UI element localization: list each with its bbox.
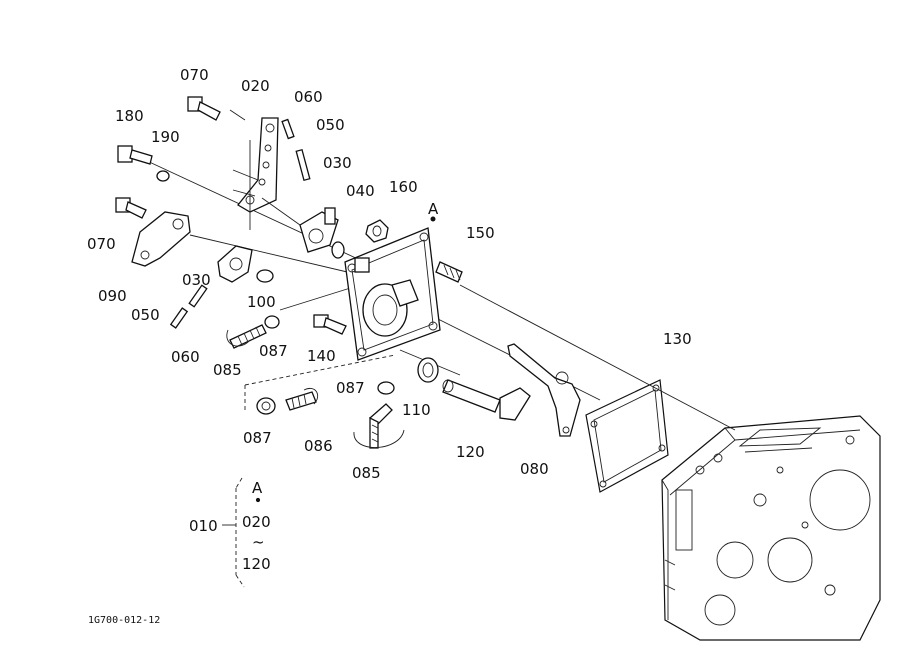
lever-020: [232, 117, 301, 230]
legend-120: 120: [242, 555, 271, 573]
label-070-upper: 070: [180, 66, 209, 84]
label-060-upper: 060: [294, 88, 323, 106]
label-090: 090: [98, 287, 127, 305]
label-010: 010: [189, 517, 218, 535]
o-ring-040: [331, 241, 345, 259]
label-020: 020: [241, 77, 270, 95]
lever-030-upper: [299, 207, 339, 253]
spring-110: [417, 357, 439, 383]
label-087-middle: 087: [336, 379, 365, 397]
nut-087-middle: [377, 381, 395, 395]
adjusting-screw-085-upper: [226, 324, 267, 349]
bolt-140: [313, 314, 347, 335]
label-160: 160: [389, 178, 418, 196]
part-number-labels: 070 020 060 050 180 190 030 040 160 A 15…: [87, 66, 692, 573]
o-ring-100: [256, 269, 274, 283]
label-086: 086: [304, 437, 333, 455]
legend-a: A: [252, 479, 263, 497]
label-190: 190: [151, 128, 180, 146]
nut-087-lower: [256, 397, 276, 415]
label-030-lower: 030: [182, 271, 211, 289]
pins-upper: [281, 118, 311, 182]
nut-160: [365, 219, 389, 243]
assembly-bracket-010: [222, 477, 261, 588]
legend-tilde: ~: [252, 533, 265, 551]
pins-lower: [169, 284, 208, 329]
bolt-070-lower: [115, 197, 147, 219]
screw-086: [285, 388, 318, 411]
label-140: 140: [307, 347, 336, 365]
figure-code: 1G700-012-12: [88, 615, 160, 626]
lever-080: [507, 343, 581, 437]
label-120: 120: [456, 443, 485, 461]
gasket-130: [585, 379, 669, 493]
label-110: 110: [402, 401, 431, 419]
label-085-lower: 085: [352, 464, 381, 482]
nut-087-upper: [264, 315, 280, 329]
label-030-upper: 030: [323, 154, 352, 172]
label-050-upper: 050: [316, 116, 345, 134]
stud-150: [435, 261, 463, 283]
label-050-lower: 050: [131, 306, 160, 324]
label-130: 130: [663, 330, 692, 348]
marker-a-dot: [430, 216, 436, 222]
shaft-120: [442, 379, 531, 421]
label-180: 180: [115, 107, 144, 125]
label-080: 080: [520, 460, 549, 478]
governor-cover-plate: [344, 227, 441, 361]
lever-030-lower: [217, 245, 253, 283]
label-150: 150: [466, 224, 495, 242]
lever-plate-090: [131, 211, 191, 267]
label-087-lower: 087: [243, 429, 272, 447]
label-040: 040: [346, 182, 375, 200]
label-060-lower: 060: [171, 348, 200, 366]
label-087-upper: 087: [259, 342, 288, 360]
dashed-leaders: [244, 354, 396, 410]
label-100: 100: [247, 293, 276, 311]
engine-block: [661, 415, 881, 641]
adjusting-screw-085-lower: [353, 403, 405, 449]
label-a-marker: A: [428, 200, 439, 218]
bolt-180: [117, 145, 153, 165]
legend-020: 020: [242, 513, 271, 531]
label-085-upper: 085: [213, 361, 242, 379]
bolt-070-upper: [187, 96, 221, 121]
washer-190: [156, 170, 170, 182]
label-070-lower: 070: [87, 235, 116, 253]
